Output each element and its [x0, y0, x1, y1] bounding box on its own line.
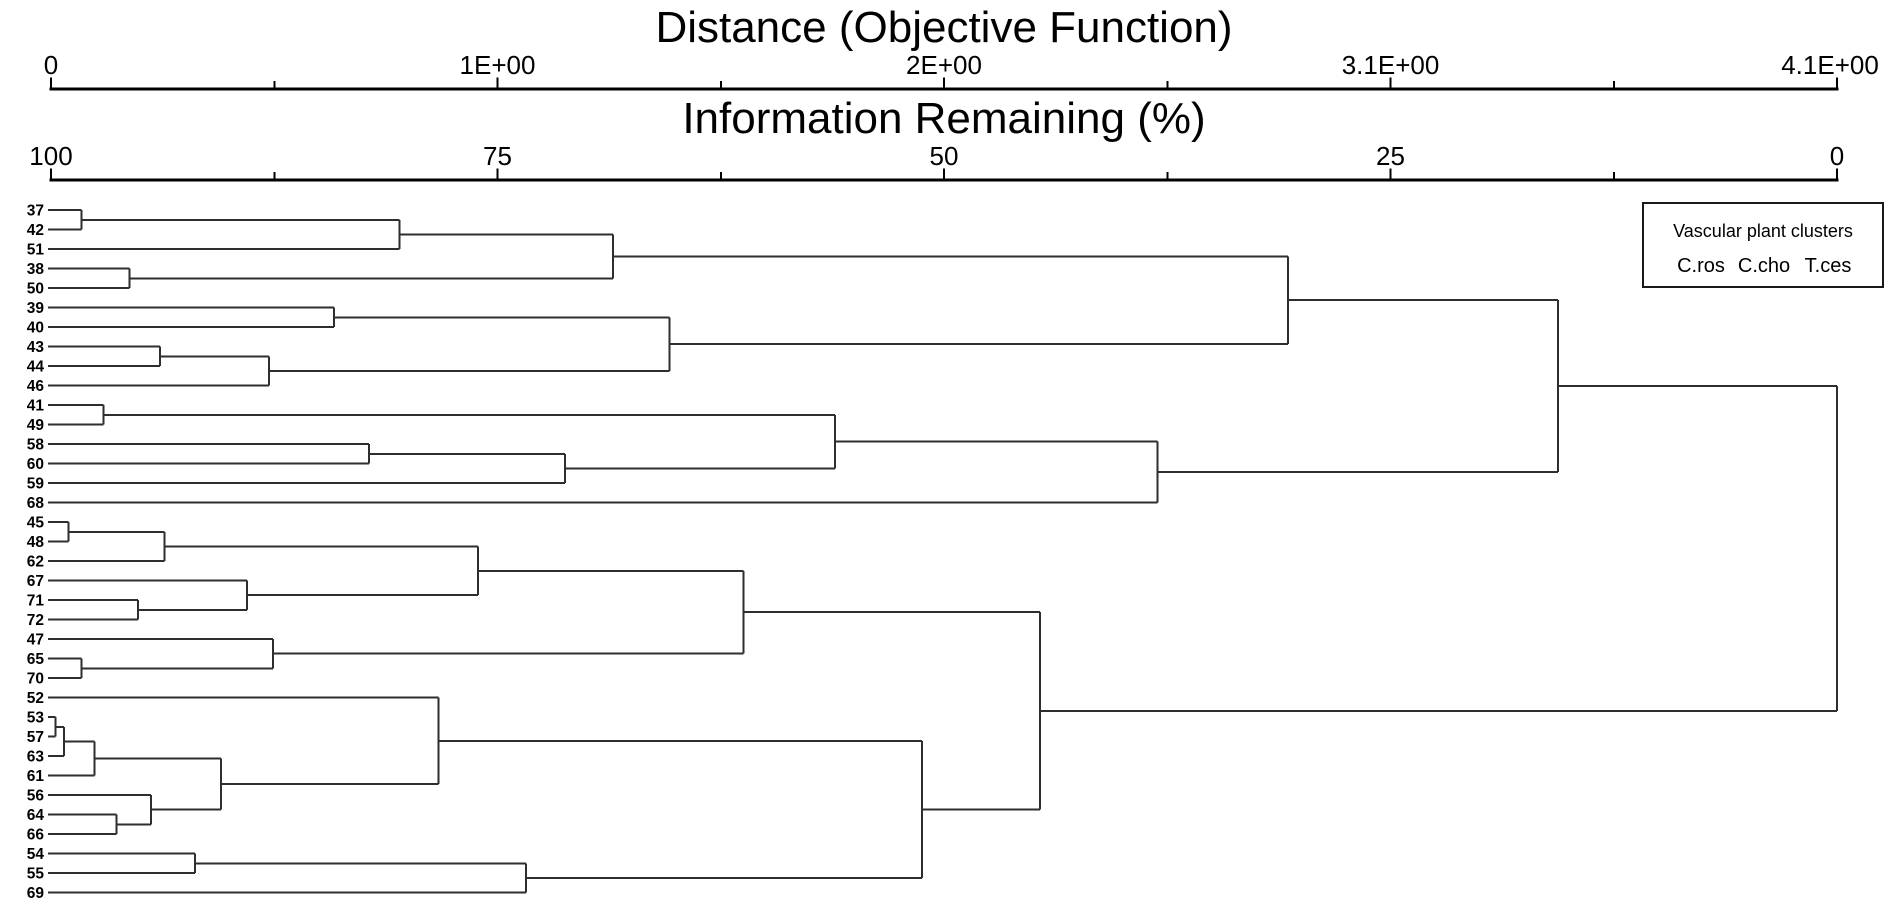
distance-axis: Distance (Objective Function) 0 1E+00 2E+0…	[44, 3, 1879, 91]
legend-title: Vascular plant clusters	[1673, 221, 1853, 241]
tick-label: 1E+00	[460, 50, 536, 80]
leaf-label-68: 68	[27, 495, 45, 512]
leaf-label-44: 44	[27, 359, 45, 376]
leaf-label-38: 38	[27, 261, 45, 278]
leaf-label-57: 57	[27, 729, 44, 746]
leaf-label-45: 45	[27, 515, 45, 532]
dendrogram-lines	[48, 209, 1838, 894]
leaf-label-67: 67	[27, 573, 44, 590]
leaf-label-66: 66	[27, 827, 45, 844]
distance-axis-ticks: 0 1E+00 2E+00 3.1E+00 4.1E+00	[44, 50, 1879, 88]
leaf-label-37: 37	[27, 203, 44, 220]
tick-label: 0	[44, 50, 58, 80]
leaf-label-42: 42	[27, 222, 44, 239]
leaf-label-49: 49	[27, 417, 45, 434]
leaf-label-50: 50	[27, 281, 44, 298]
tick-label: 4.1E+00	[1781, 50, 1879, 80]
legend-item-cros: C.ros	[1677, 255, 1725, 277]
tick-label: 2E+00	[906, 50, 982, 80]
leaf-label-41: 41	[27, 398, 45, 415]
leaf-label-70: 70	[27, 671, 44, 688]
legend-item-tces: T.ces	[1805, 255, 1852, 277]
leaf-label-56: 56	[27, 788, 45, 805]
leaf-label-54: 54	[27, 846, 45, 863]
tick-label: 25	[1376, 141, 1405, 171]
leaf-label-58: 58	[27, 437, 45, 454]
distance-axis-title: Distance (Objective Function)	[655, 3, 1232, 52]
info-axis-ticks: 100 75 50 25 0	[29, 141, 1844, 179]
leaf-label-48: 48	[27, 534, 45, 551]
leaf-label-59: 59	[27, 476, 45, 493]
leaf-label-47: 47	[27, 632, 44, 649]
leaf-label-51: 51	[27, 242, 45, 259]
leaf-label-39: 39	[27, 300, 45, 317]
leaf-label-72: 72	[27, 612, 44, 629]
leaf-label-62: 62	[27, 554, 44, 571]
tick-label: 50	[930, 141, 959, 171]
leaf-label-40: 40	[27, 320, 44, 337]
leaf-label-64: 64	[27, 807, 45, 824]
leaf-label-63: 63	[27, 749, 45, 766]
tick-label: 0	[1830, 141, 1844, 171]
legend: Vascular plant clusters C.ros C.cho T.ce…	[1642, 202, 1884, 288]
leaf-labels: 37 42 51 38 50 39 40 43 44 46 41 49 58 60 59 68 45 48 62 67…	[27, 203, 45, 903]
legend-box	[1642, 202, 1884, 288]
leaf-label-65: 65	[27, 651, 45, 668]
leaf-label-71: 71	[27, 593, 45, 610]
leaf-label-61: 61	[27, 768, 45, 785]
leaf-label-69: 69	[27, 885, 45, 902]
info-axis-title: Information Remaining (%)	[682, 94, 1205, 143]
leaf-label-43: 43	[27, 339, 45, 356]
tick-label: 75	[483, 141, 512, 171]
leaf-label-53: 53	[27, 710, 45, 727]
legend-item-ccho: C.cho	[1738, 255, 1790, 277]
dendrogram-tree	[48, 209, 1838, 894]
leaf-label-46: 46	[27, 378, 45, 395]
leaf-label-52: 52	[27, 690, 44, 707]
tick-label: 3.1E+00	[1342, 50, 1440, 80]
tick-label: 100	[29, 141, 72, 171]
leaf-label-60: 60	[27, 456, 44, 473]
leaf-label-55: 55	[27, 866, 45, 883]
information-remaining-axis: Information Remaining (%) 100 75 50 25 0	[29, 94, 1844, 182]
